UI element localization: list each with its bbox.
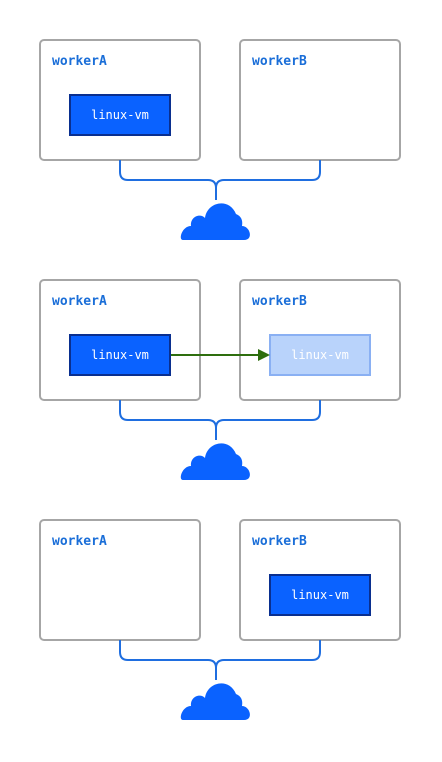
worker-b-label: workerB [252, 534, 307, 549]
cloud-icon [180, 203, 250, 240]
ghost-vm-label: linux-vm [291, 348, 349, 362]
vm-box[interactable]: linux-vm [69, 334, 171, 376]
stage-1: workerA linux-vm workerB [39, 39, 401, 240]
vm-label: linux-vm [91, 348, 149, 362]
worker-a-label: workerA [52, 534, 107, 549]
network-link [119, 640, 321, 680]
worker-b-label: workerB [252, 54, 307, 69]
worker-b-label: workerB [252, 294, 307, 309]
vm-box-shape[interactable] [69, 334, 171, 376]
cloud-icon [180, 443, 250, 480]
cloud-icon [180, 683, 250, 720]
worker-a-label: workerA [52, 54, 107, 69]
migration-arrow [171, 349, 270, 361]
network-link [119, 160, 321, 200]
network-link [119, 400, 321, 440]
ghost-vm-box-shape[interactable] [269, 334, 371, 376]
vm-box-shape[interactable] [269, 574, 371, 616]
stage-2: workerA linux-vm workerB linux-vm [39, 279, 401, 480]
stage-3: workerA workerB linux-vm [39, 519, 401, 720]
vm-box[interactable]: linux-vm [269, 574, 371, 616]
vm-box[interactable]: linux-vm [69, 94, 171, 136]
vm-box-shape[interactable] [69, 94, 171, 136]
vm-label: linux-vm [91, 108, 149, 122]
worker-a-label: workerA [52, 294, 107, 309]
ghost-vm-box[interactable]: linux-vm [269, 334, 371, 376]
vm-label: linux-vm [291, 588, 349, 602]
